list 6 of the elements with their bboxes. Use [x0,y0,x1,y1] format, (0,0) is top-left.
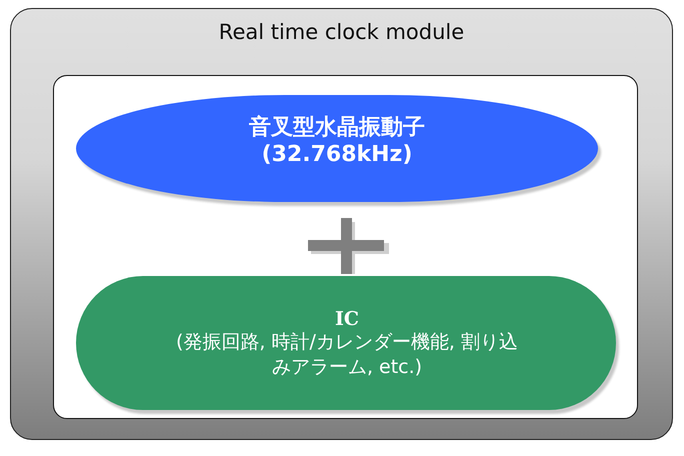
inner-panel [53,75,638,419]
ic-description: (発振回路, 時計/カレンダー機能, 割り込みアラーム, etc.) [175,330,519,380]
module-box [10,8,673,440]
module-title: Real time clock module [218,19,466,45]
ic-title: IC [334,308,360,330]
oscillator-label: 音叉型水晶振動子 (32.768kHz) [248,114,426,168]
